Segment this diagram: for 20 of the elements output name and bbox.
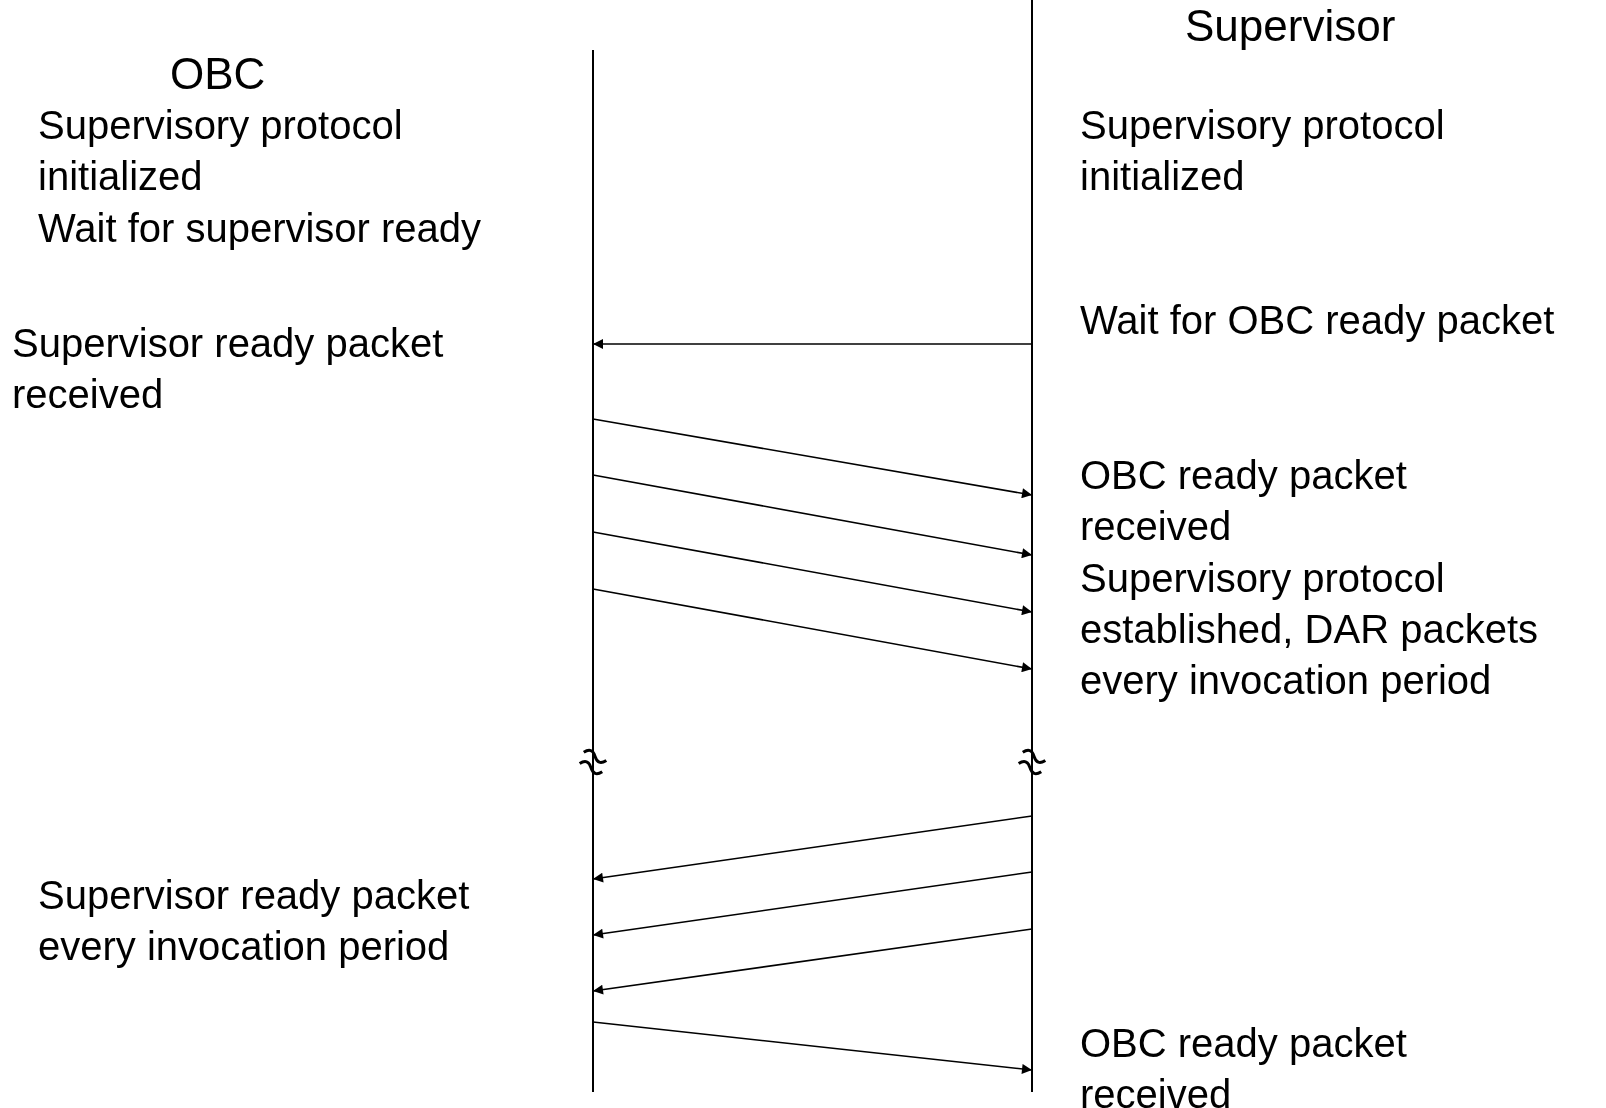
note-text: Wait for OBC ready packet xyxy=(1080,297,1556,344)
note-text: Supervisor ready packet received xyxy=(12,320,445,418)
message-arrow xyxy=(592,1021,1033,1074)
note-text: Supervisory protocol initialized xyxy=(38,102,404,200)
lifeline-heading: Supervisor xyxy=(1185,2,1396,50)
note-text: OBC ready packet received xyxy=(1080,1020,1408,1108)
message-arrow xyxy=(592,928,1033,995)
message-arrow xyxy=(592,588,1033,673)
note-text: OBC ready packet received xyxy=(1080,452,1408,550)
note-text: Wait for supervisor ready xyxy=(38,205,483,252)
note-text: Supervisory protocol initialized xyxy=(1080,102,1446,200)
message-arrow xyxy=(592,815,1033,883)
message-arrow xyxy=(592,871,1033,939)
lifeline-heading: OBC xyxy=(170,50,266,98)
message-arrow xyxy=(592,418,1033,499)
note-text: Supervisor ready packet every invocation period xyxy=(38,872,471,970)
message-arrow xyxy=(592,339,1033,349)
note-text: Supervisory protocol established, DAR packets every invocation period xyxy=(1080,555,1539,704)
message-arrow xyxy=(592,531,1033,616)
message-arrow xyxy=(592,474,1033,559)
